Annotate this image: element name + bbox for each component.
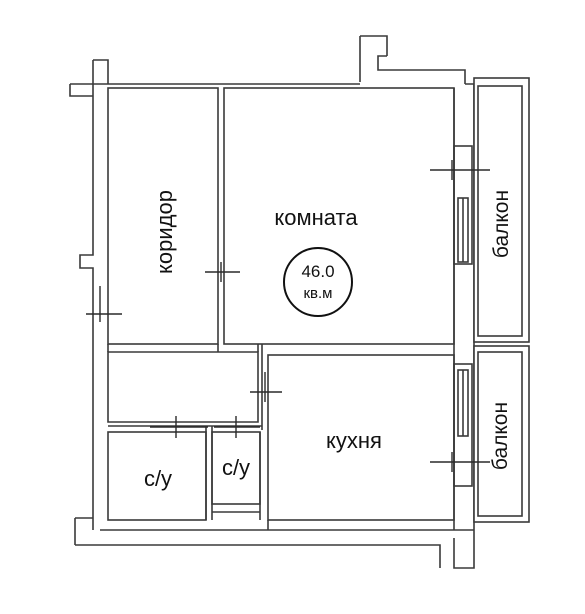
area-badge: 46.0 кв.м [283,247,353,317]
bathroom-left-label: с/у [144,466,172,491]
kitchen-label: кухня [326,428,382,453]
balcony-top-walls [473,77,530,343]
room-window [453,145,473,265]
bathroom-left-walls [107,431,207,521]
kitchen-walls [267,354,455,521]
balcony-top-label: балкон [490,190,513,258]
door-marks [86,160,490,472]
room-label: комната [274,205,358,230]
kitchen-window [453,363,473,487]
inner-wall-lines [100,88,474,531]
balcony-bottom-walls [473,345,530,523]
area-unit: кв.м [303,285,332,302]
balcony-bottom-label: балкон [489,402,512,470]
area-value: 46.0 [301,262,334,281]
corridor-label: коридор [152,190,177,274]
corridor-walls [107,87,219,345]
bathroom-right-label: с/у [222,455,250,480]
hallway-walls [107,351,259,423]
